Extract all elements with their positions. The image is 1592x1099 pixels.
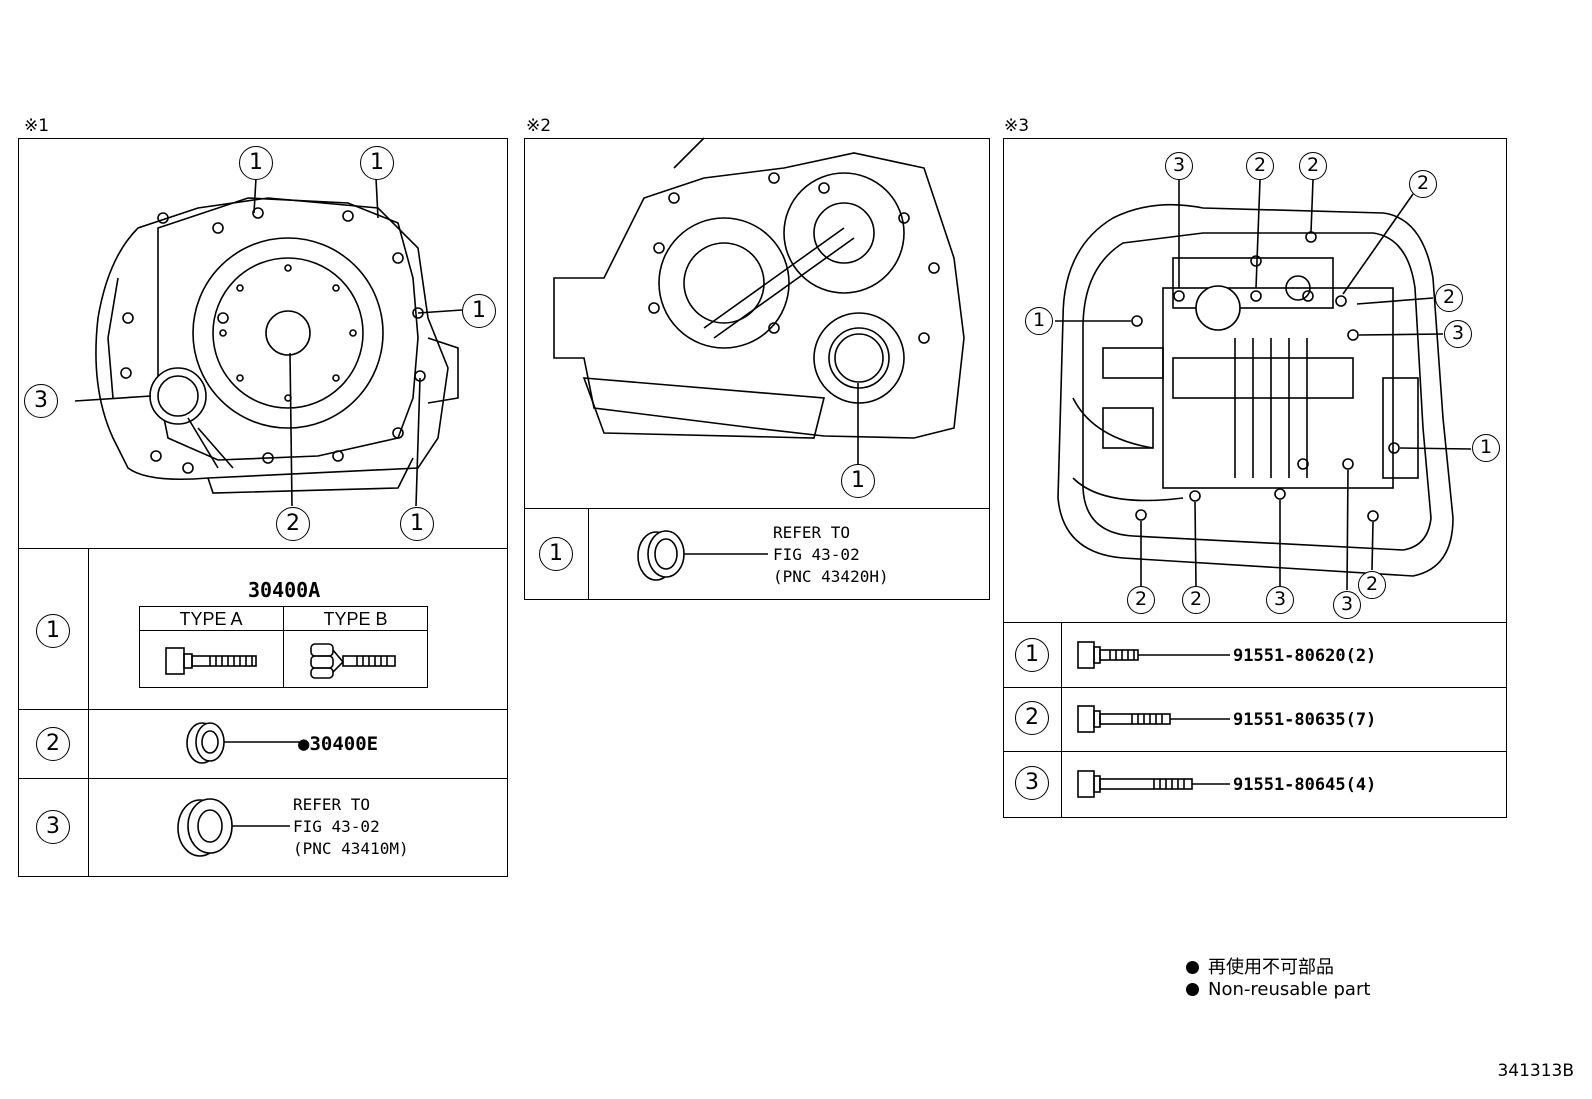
bolt-type-b-icon — [310, 643, 396, 679]
legend-english: Non-reusable part — [1186, 979, 1370, 1000]
callout-2: 2 — [1246, 152, 1274, 180]
row-number: 2 — [1015, 701, 1049, 735]
row-number: 3 — [1015, 766, 1049, 800]
bullet-icon — [1186, 961, 1199, 974]
callout-1: 1 — [462, 294, 496, 328]
panel-2-mark: ※2 — [526, 116, 552, 136]
callout-1: 1 — [400, 507, 434, 541]
bolt-type-a-icon — [165, 647, 257, 675]
panel-3 — [1003, 138, 1507, 818]
refer-to-note: REFER TO FIG 43-02 (PNC 43420H) — [773, 523, 889, 586]
bolt-long-icon — [1077, 770, 1230, 798]
part-number: 91551-80635(7) — [1233, 710, 1377, 730]
type-a-label: TYPE A — [179, 609, 243, 629]
callout-2: 2 — [1182, 586, 1210, 614]
callout-3: 3 — [24, 384, 58, 418]
valve-body-drawing — [1055, 179, 1472, 591]
callout-1: 1 — [239, 146, 273, 180]
bolt-short-icon — [1077, 641, 1230, 669]
panel-2 — [524, 138, 990, 600]
part-number: ●30400E — [298, 733, 379, 755]
callout-2: 2 — [1435, 284, 1463, 312]
panel-1 — [18, 138, 508, 877]
panel-1-mark: ※1 — [24, 116, 50, 136]
callout-2: 2 — [1127, 586, 1155, 614]
callout-1: 1 — [841, 464, 875, 498]
callout-1: 1 — [360, 146, 394, 180]
row-number: 3 — [36, 810, 70, 844]
oil-seal-icon — [186, 722, 302, 764]
callout-2: 2 — [1299, 152, 1327, 180]
row-number: 1 — [36, 614, 70, 648]
callout-3: 3 — [1165, 152, 1193, 180]
bullet-icon — [1186, 983, 1199, 996]
transaxle-side-view-drawing — [553, 137, 965, 468]
callout-2: 2 — [276, 507, 310, 541]
callout-3: 3 — [1333, 591, 1361, 619]
figure-id: 341313B — [1497, 1061, 1574, 1081]
row-number: 1 — [1015, 638, 1049, 672]
callout-2: 2 — [1358, 571, 1386, 599]
bolt-medium-icon — [1077, 705, 1230, 733]
bearing-icon — [177, 798, 290, 857]
refer-to-note: REFER TO FIG 43-02 (PNC 43410M) — [293, 795, 409, 858]
part-number: 91551-80620(2) — [1233, 646, 1377, 666]
callout-1: 1 — [1025, 307, 1053, 335]
panel-3-mark: ※3 — [1004, 116, 1030, 136]
callout-2: 2 — [1409, 170, 1437, 198]
callout-3: 3 — [1444, 320, 1472, 348]
legend-japanese: 再使用不可部品 — [1186, 953, 1334, 979]
row-number: 2 — [36, 727, 70, 761]
callout-1: 1 — [1472, 434, 1500, 462]
callout-3: 3 — [1266, 586, 1294, 614]
transaxle-front-view-drawing — [74, 177, 463, 507]
row-number: 1 — [539, 537, 573, 571]
oil-seal-icon — [637, 530, 768, 581]
type-b-label: TYPE B — [323, 609, 388, 629]
part-number: 30400A — [248, 578, 321, 602]
part-number: 91551-80645(4) — [1233, 775, 1377, 795]
